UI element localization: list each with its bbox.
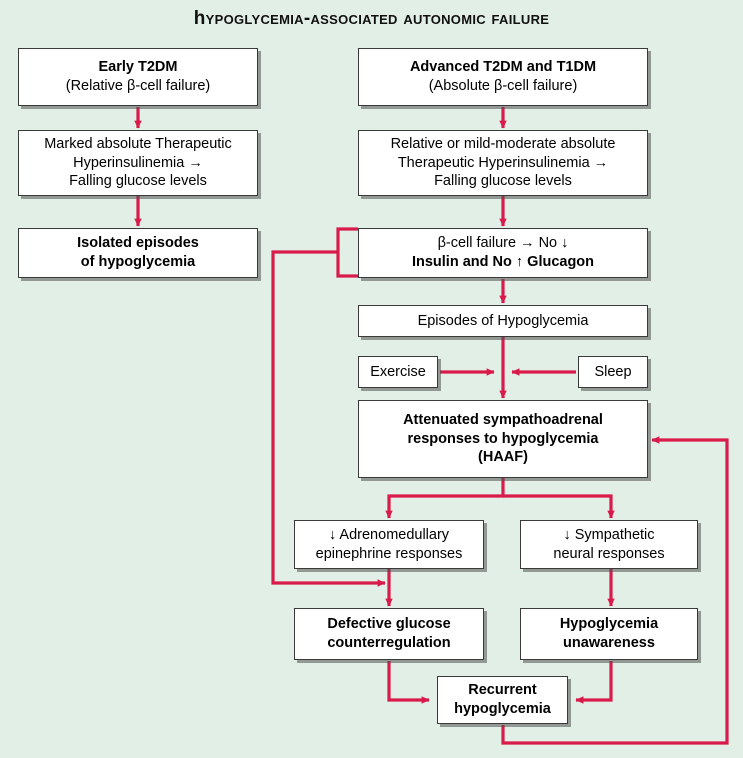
node-relative-line2: Therapeutic Hyperinsulinemia → xyxy=(397,154,609,171)
node-exercise[interactable]: Exercise xyxy=(358,356,438,388)
node-early-t2dm[interactable]: Early T2DM (Relative β-cell failure) xyxy=(18,48,258,106)
node-early-t2dm-line1: Early T2DM xyxy=(98,59,178,76)
node-adreno-line2: epinephrine responses xyxy=(315,545,463,562)
node-episodes-of-hypoglycemia[interactable]: Episodes of Hypoglycemia xyxy=(358,305,648,337)
node-sympathetic-neural[interactable]: ↓ Sympathetic neural responses xyxy=(520,520,698,569)
node-beta-cell-failure[interactable]: β-cell failure → No ↓ Insulin and No ↑ G… xyxy=(358,228,648,278)
node-haaf-line1: Attenuated sympathoadrenal xyxy=(403,412,603,429)
node-sympathetic-line2: neural responses xyxy=(553,545,665,562)
node-marked-line2: Hyperinsulinemia → xyxy=(73,154,203,171)
haaf-split-right xyxy=(503,494,615,519)
node-adreno-line1: ↓ Adrenomedullary xyxy=(328,526,450,543)
node-sympathetic-line1: ↓ Sympathetic xyxy=(563,526,655,543)
node-isolated-line2: of hypoglycemia xyxy=(80,254,196,270)
node-adrenomedullary-epinephrine[interactable]: ↓ Adrenomedullary epinephrine responses xyxy=(294,520,484,569)
node-marked-hyperinsulinemia[interactable]: Marked absolute Therapeutic Hyperinsulin… xyxy=(18,130,258,196)
arrow-defective-to-recurrent xyxy=(387,661,430,704)
page-title: Hypoglycemia-Associated Autonomic Failur… xyxy=(193,8,550,29)
node-defective-counterregulation[interactable]: Defective glucose counterregulation xyxy=(294,608,484,660)
node-defective-line2: counterregulation xyxy=(327,635,451,651)
node-early-t2dm-line2: (Relative β-cell failure) xyxy=(65,78,211,94)
node-betacell-line2: Insulin and No ↑ Glucagon xyxy=(411,254,595,270)
node-hypoglycemia-unawareness[interactable]: Hypoglycemia unawareness xyxy=(520,608,698,660)
node-recurrent-line1: Recurrent xyxy=(468,682,537,699)
node-isolated-line1: Isolated episodes xyxy=(77,235,199,252)
node-advanced-line2: (Absolute β-cell failure) xyxy=(428,78,578,94)
node-haaf[interactable]: Attenuated sympathoadrenal responses to … xyxy=(358,400,648,478)
node-relative-line1: Relative or mild-moderate absolute xyxy=(390,136,616,153)
node-isolated-episodes[interactable]: Isolated episodes of hypoglycemia xyxy=(18,228,258,278)
node-sleep[interactable]: Sleep xyxy=(578,356,648,388)
haaf-split-trunk xyxy=(385,478,505,519)
node-advanced-t2dm-t1dm[interactable]: Advanced T2DM and T1DM (Absolute β-cell … xyxy=(358,48,648,106)
node-relative-hyperinsulinemia[interactable]: Relative or mild-moderate absolute Thera… xyxy=(358,130,648,196)
node-betacell-line1: β-cell failure → No ↓ xyxy=(437,235,569,252)
arrow-unaware-to-recurrent xyxy=(575,661,613,704)
node-haaf-line2: responses to hypoglycemia xyxy=(407,430,599,447)
node-recurrent-hypoglycemia[interactable]: Recurrent hypoglycemia xyxy=(437,676,568,724)
node-marked-line1: Marked absolute Therapeutic xyxy=(44,136,232,153)
node-relative-line3: Falling glucose levels xyxy=(434,173,572,190)
node-unawareness-line1: Hypoglycemia xyxy=(559,616,659,633)
node-marked-line3: Falling glucose levels xyxy=(69,173,207,190)
node-defective-line1: Defective glucose xyxy=(327,616,451,633)
node-episodes-line1: Episodes of Hypoglycemia xyxy=(417,312,589,329)
node-recurrent-line2: hypoglycemia xyxy=(454,701,551,717)
node-exercise-label: Exercise xyxy=(370,363,426,380)
node-haaf-line3: (HAAF) xyxy=(478,449,528,466)
node-sleep-label: Sleep xyxy=(594,363,632,380)
node-advanced-line1: Advanced T2DM and T1DM xyxy=(409,59,597,76)
bracket-betacell-left xyxy=(336,227,358,278)
node-unawareness-line2: unawareness xyxy=(563,635,655,651)
